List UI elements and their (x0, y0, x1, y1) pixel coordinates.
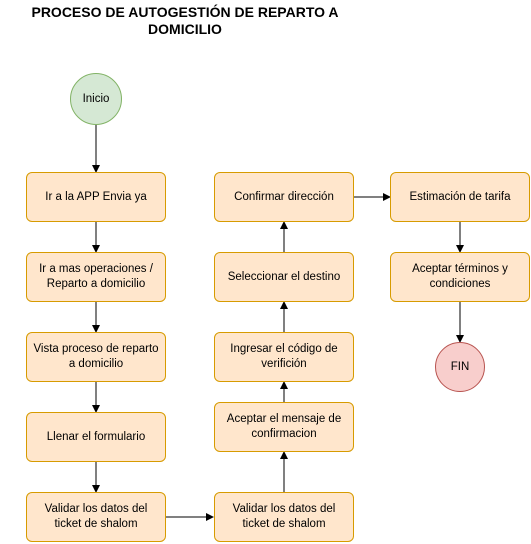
step-view-process-label: Vista proceso de reparto a domicilio (33, 343, 159, 370)
step-enter-code-label: Ingresar el código de verifición (230, 343, 338, 370)
step-accept-terms-label: Aceptar términos y condiciones (412, 263, 508, 290)
diagram-title: PROCESO DE AUTOGESTIÓN DE REPARTO A DOMI… (31, 4, 339, 37)
step-app-label: Ir a la APP Envia ya (45, 190, 147, 203)
step-operations-label: Ir a mas operaciones / Reparto a domicil… (39, 263, 153, 290)
step-enter-code: Ingresar el código de verifición (214, 332, 354, 382)
step-rate-estimate-label: Estimación de tarifa (409, 190, 511, 203)
step-validate-2: Validar los datos del ticket de shalom (214, 492, 354, 542)
step-accept-message: Aceptar el mensaje de confirmacion (214, 402, 354, 452)
step-accept-message-label: Aceptar el mensaje de confirmacion (226, 413, 342, 440)
step-app: Ir a la APP Envia ya (26, 172, 166, 222)
step-confirm-address-label: Confirmar dirección (234, 190, 334, 203)
step-fill-form: Llenar el formulario (26, 412, 166, 462)
step-operations: Ir a mas operaciones / Reparto a domicil… (26, 252, 166, 302)
step-fill-form-label: Llenar el formulario (46, 430, 146, 443)
step-confirm-address: Confirmar dirección (214, 172, 354, 222)
start-node-label: Inicio (82, 93, 110, 105)
end-node: FIN (435, 342, 485, 392)
step-validate-1-label: Validar los datos del ticket de shalom (44, 503, 148, 530)
start-node: Inicio (70, 73, 122, 125)
end-node-label: FIN (450, 361, 470, 373)
step-select-destination-label: Seleccionar el destino (227, 270, 341, 283)
step-select-destination: Seleccionar el destino (214, 252, 354, 302)
step-rate-estimate: Estimación de tarifa (390, 172, 530, 222)
step-view-process: Vista proceso de reparto a domicilio (26, 332, 166, 382)
step-accept-terms: Aceptar términos y condiciones (390, 252, 530, 302)
step-validate-1: Validar los datos del ticket de shalom (26, 492, 166, 542)
step-validate-2-label: Validar los datos del ticket de shalom (232, 503, 336, 530)
